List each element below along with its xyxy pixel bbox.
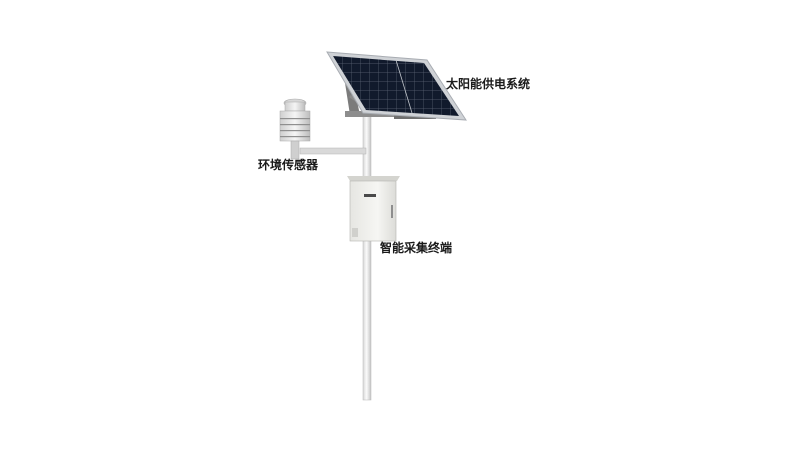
environment-sensor-label: 环境传感器 bbox=[258, 158, 319, 172]
acquisition-terminal-label: 智能采集终端 bbox=[380, 241, 453, 255]
solar-panel bbox=[326, 51, 467, 121]
pole bbox=[362, 111, 372, 401]
environment-sensor bbox=[279, 98, 311, 160]
solar-power-system-label: 太阳能供电系统 bbox=[446, 77, 531, 91]
sensor-arm bbox=[299, 147, 367, 155]
terminal-cabinet bbox=[347, 176, 400, 242]
